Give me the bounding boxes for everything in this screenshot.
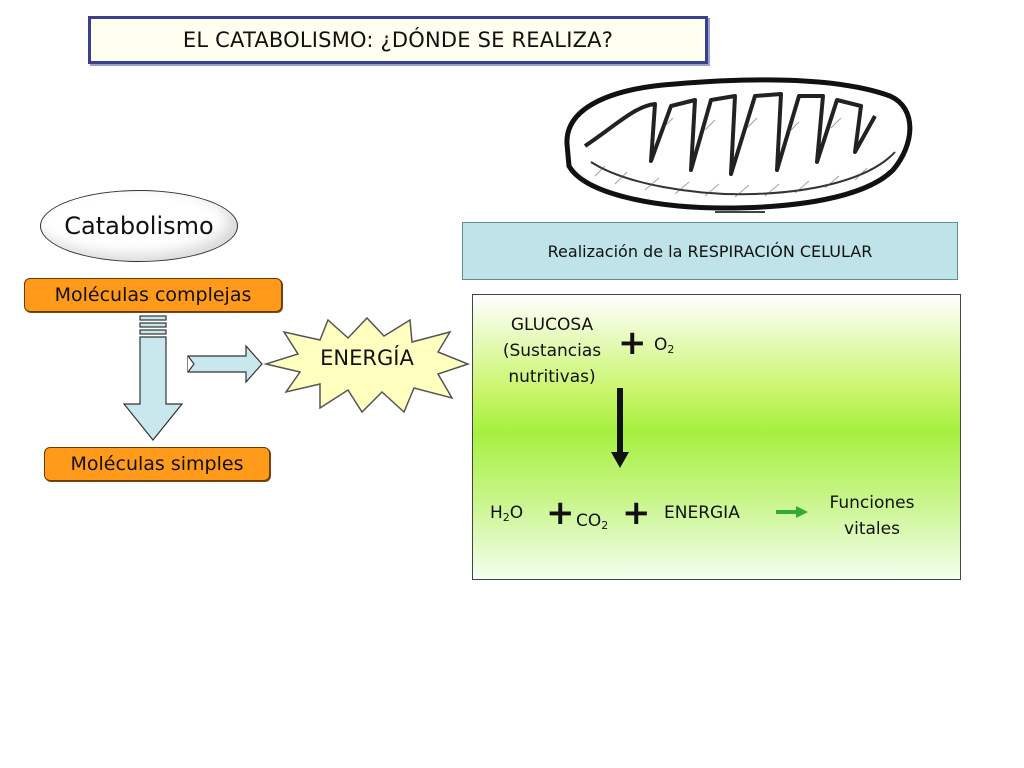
vital-functions-line2: vitales (844, 519, 900, 539)
right-arrow-icon (187, 344, 263, 384)
oxygen-base: O (654, 335, 668, 355)
page-title-text: EL CATABOLISMO: ¿DÓNDE SE REALIZA? (182, 28, 614, 52)
simple-molecules-label: Moléculas simples (70, 453, 244, 475)
co2-sub: 2 (601, 519, 609, 532)
catabolism-flow-arrows (122, 315, 263, 441)
vital-functions-label: Funciones vitales (808, 490, 936, 542)
oxygen-sub: 2 (667, 343, 675, 356)
glucose-line1: GLUCOSA (510, 315, 594, 335)
glucose-line2: (Sustancias (502, 341, 602, 361)
water-h: H (490, 503, 503, 523)
energy-burst (263, 316, 471, 414)
complex-molecules-label: Moléculas complejas (54, 284, 252, 306)
glucose-line3: nutritivas) (508, 367, 596, 387)
down-arrow-icon (122, 315, 184, 441)
reaction-arrow-icon (611, 388, 629, 468)
plus-icon: + (618, 323, 647, 363)
green-arrow-icon (776, 506, 808, 518)
water-formula: H2O (490, 500, 523, 531)
energy-burst-label: ENERGÍA (320, 346, 414, 370)
respiration-box: Realización de la RESPIRACIÓN CELULAR (462, 222, 958, 280)
complex-molecules-box: Moléculas complejas (24, 278, 282, 312)
respiration-label: Realización de la RESPIRACIÓN CELULAR (547, 241, 873, 261)
water-o: O (509, 503, 524, 523)
mitochondrion-icon (564, 77, 913, 213)
water-sub: 2 (502, 511, 510, 524)
catabolism-label: Catabolismo (64, 212, 214, 240)
co2-base: CO (576, 511, 602, 531)
plus-icon: + (546, 493, 575, 533)
oxygen-formula: O2 (654, 332, 674, 363)
reaction-panel (472, 294, 961, 580)
co2-formula: CO2 (576, 508, 608, 539)
vital-functions-line1: Funciones (829, 493, 915, 513)
glucose-label: GLUCOSA (Sustancias nutritivas) (484, 312, 620, 390)
catabolism-ellipse: Catabolismo (40, 190, 238, 262)
page-title: EL CATABOLISMO: ¿DÓNDE SE REALIZA? (88, 16, 708, 64)
plus-icon: + (622, 493, 651, 533)
energy-product-label: ENERGIA (664, 503, 740, 523)
simple-molecules-box: Moléculas simples (44, 447, 270, 481)
